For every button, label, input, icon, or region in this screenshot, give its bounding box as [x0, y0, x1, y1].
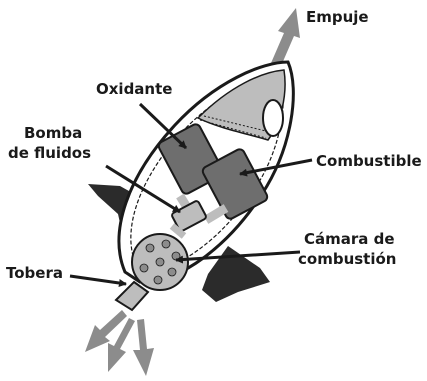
thrust-label: Empuje: [306, 8, 369, 26]
chamber-label-line2: combustión: [298, 250, 396, 268]
oxidizer-label: Oxidante: [96, 80, 172, 98]
oxidizer-pointer: [138, 102, 188, 150]
pump-pointer: [105, 164, 181, 214]
pump-label-line2: de fluidos: [8, 144, 91, 162]
thrust-arrow-icon: [268, 8, 300, 73]
pump-label-line1: Bomba: [24, 124, 82, 142]
fuel-pointer: [239, 158, 313, 177]
fuel-tank: [201, 148, 269, 220]
fuel-label: Combustible: [316, 152, 422, 170]
nozzle-pointer: [69, 274, 127, 287]
exhaust-arrows-icon: [85, 310, 154, 376]
nozzle: [114, 280, 150, 312]
combustion-chamber: [131, 223, 189, 291]
chamber-pointer: [175, 250, 301, 264]
fluid-pump: [171, 193, 229, 232]
chamber-label-line1: Cámara de: [304, 230, 395, 248]
nozzle-label: Tobera: [6, 264, 63, 282]
